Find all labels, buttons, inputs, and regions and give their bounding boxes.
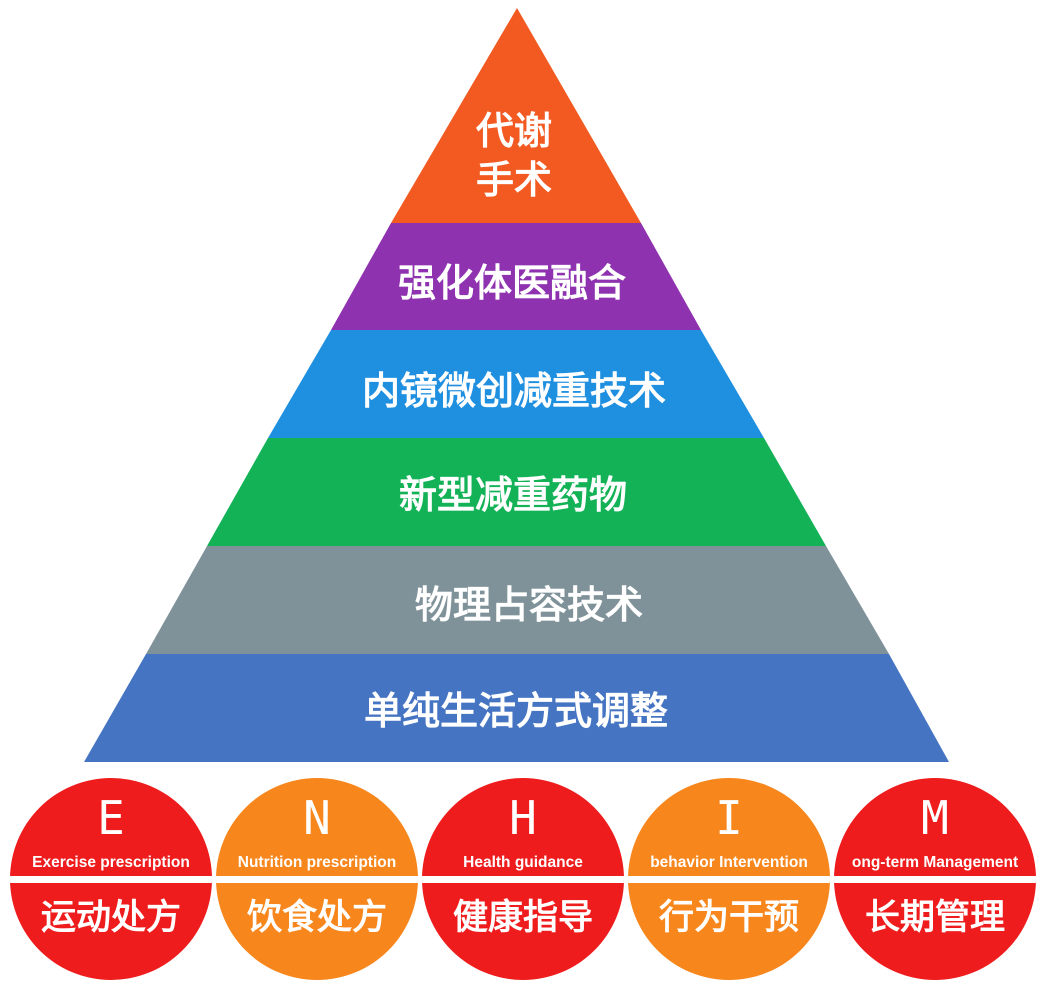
enhim-english-behavior: behavior Intervention [650, 854, 808, 871]
tier-metabolic-surgery: 代谢 手术 [391, 8, 641, 223]
tier-sports-medicine-integration-band [331, 223, 701, 330]
tier-sports-medicine-integration: 强化体医融合 [331, 223, 701, 330]
enhim-chinese-management: 长期管理 [864, 898, 1005, 938]
enhim-chinese-behavior: 行为干预 [658, 898, 799, 938]
enhim-chinese-health: 健康指导 [452, 898, 593, 938]
tier-sports-medicine-integration-label: 强化体医融合 [398, 261, 626, 305]
circle-divider [216, 876, 418, 883]
tier-new-weight-loss-drugs-band [207, 438, 826, 546]
enhim-chinese-nutrition: 饮食处方 [246, 898, 387, 938]
tier-new-weight-loss-drugs: 新型减重药物 [207, 438, 826, 546]
circle-divider [628, 876, 830, 883]
enhim-circle-health: H Health guidance 健康指导 [422, 778, 624, 980]
enhim-english-management: ong-term Management [851, 854, 1019, 871]
enhim-circle-nutrition: N Nutrition prescription 饮食处方 [216, 778, 418, 980]
enhim-letter-m: M [921, 791, 949, 845]
tier-lifestyle-adjustment: 单纯生活方式调整 [84, 654, 949, 762]
tier-metabolic-surgery-label-line2: 手术 [476, 158, 552, 202]
enhim-english-nutrition: Nutrition prescription [237, 854, 397, 871]
circle-divider [834, 876, 1036, 883]
tier-space-occupying-technique: 物理占容技术 [146, 546, 889, 654]
tier-new-weight-loss-drugs-label: 新型减重药物 [399, 473, 627, 517]
tier-endoscopic-weight-loss-label: 内镜微创减重技术 [362, 369, 666, 413]
tier-space-occupying-technique-band [146, 546, 889, 654]
enhim-letter-i: I [715, 791, 743, 845]
enhim-letter-n: N [303, 791, 331, 845]
tier-metabolic-surgery-label-line1: 代谢 [476, 109, 552, 153]
enhim-circle-management: M ong-term Management 长期管理 [834, 778, 1036, 980]
circle-divider [422, 876, 624, 883]
tier-space-occupying-technique-label: 物理占容技术 [415, 583, 643, 627]
enhim-english-exercise: Exercise prescription [32, 854, 190, 871]
enhim-circle-behavior: I behavior Intervention 行为干预 [628, 778, 830, 980]
enhim-letter-e: E [97, 791, 125, 845]
tier-endoscopic-weight-loss-band [268, 330, 764, 438]
enhim-english-health: Health guidance [463, 854, 583, 871]
tier-lifestyle-adjustment-band [84, 654, 949, 762]
tier-lifestyle-adjustment-label: 单纯生活方式调整 [364, 689, 668, 733]
tier-endoscopic-weight-loss: 内镜微创减重技术 [268, 330, 764, 438]
tier-metabolic-surgery-band [391, 8, 641, 223]
enhim-circle-exercise: E Exercise prescription 运动处方 [10, 778, 212, 980]
enhim-letter-h: H [509, 791, 537, 845]
circle-divider [10, 876, 212, 883]
enhim-chinese-exercise: 运动处方 [40, 898, 181, 938]
